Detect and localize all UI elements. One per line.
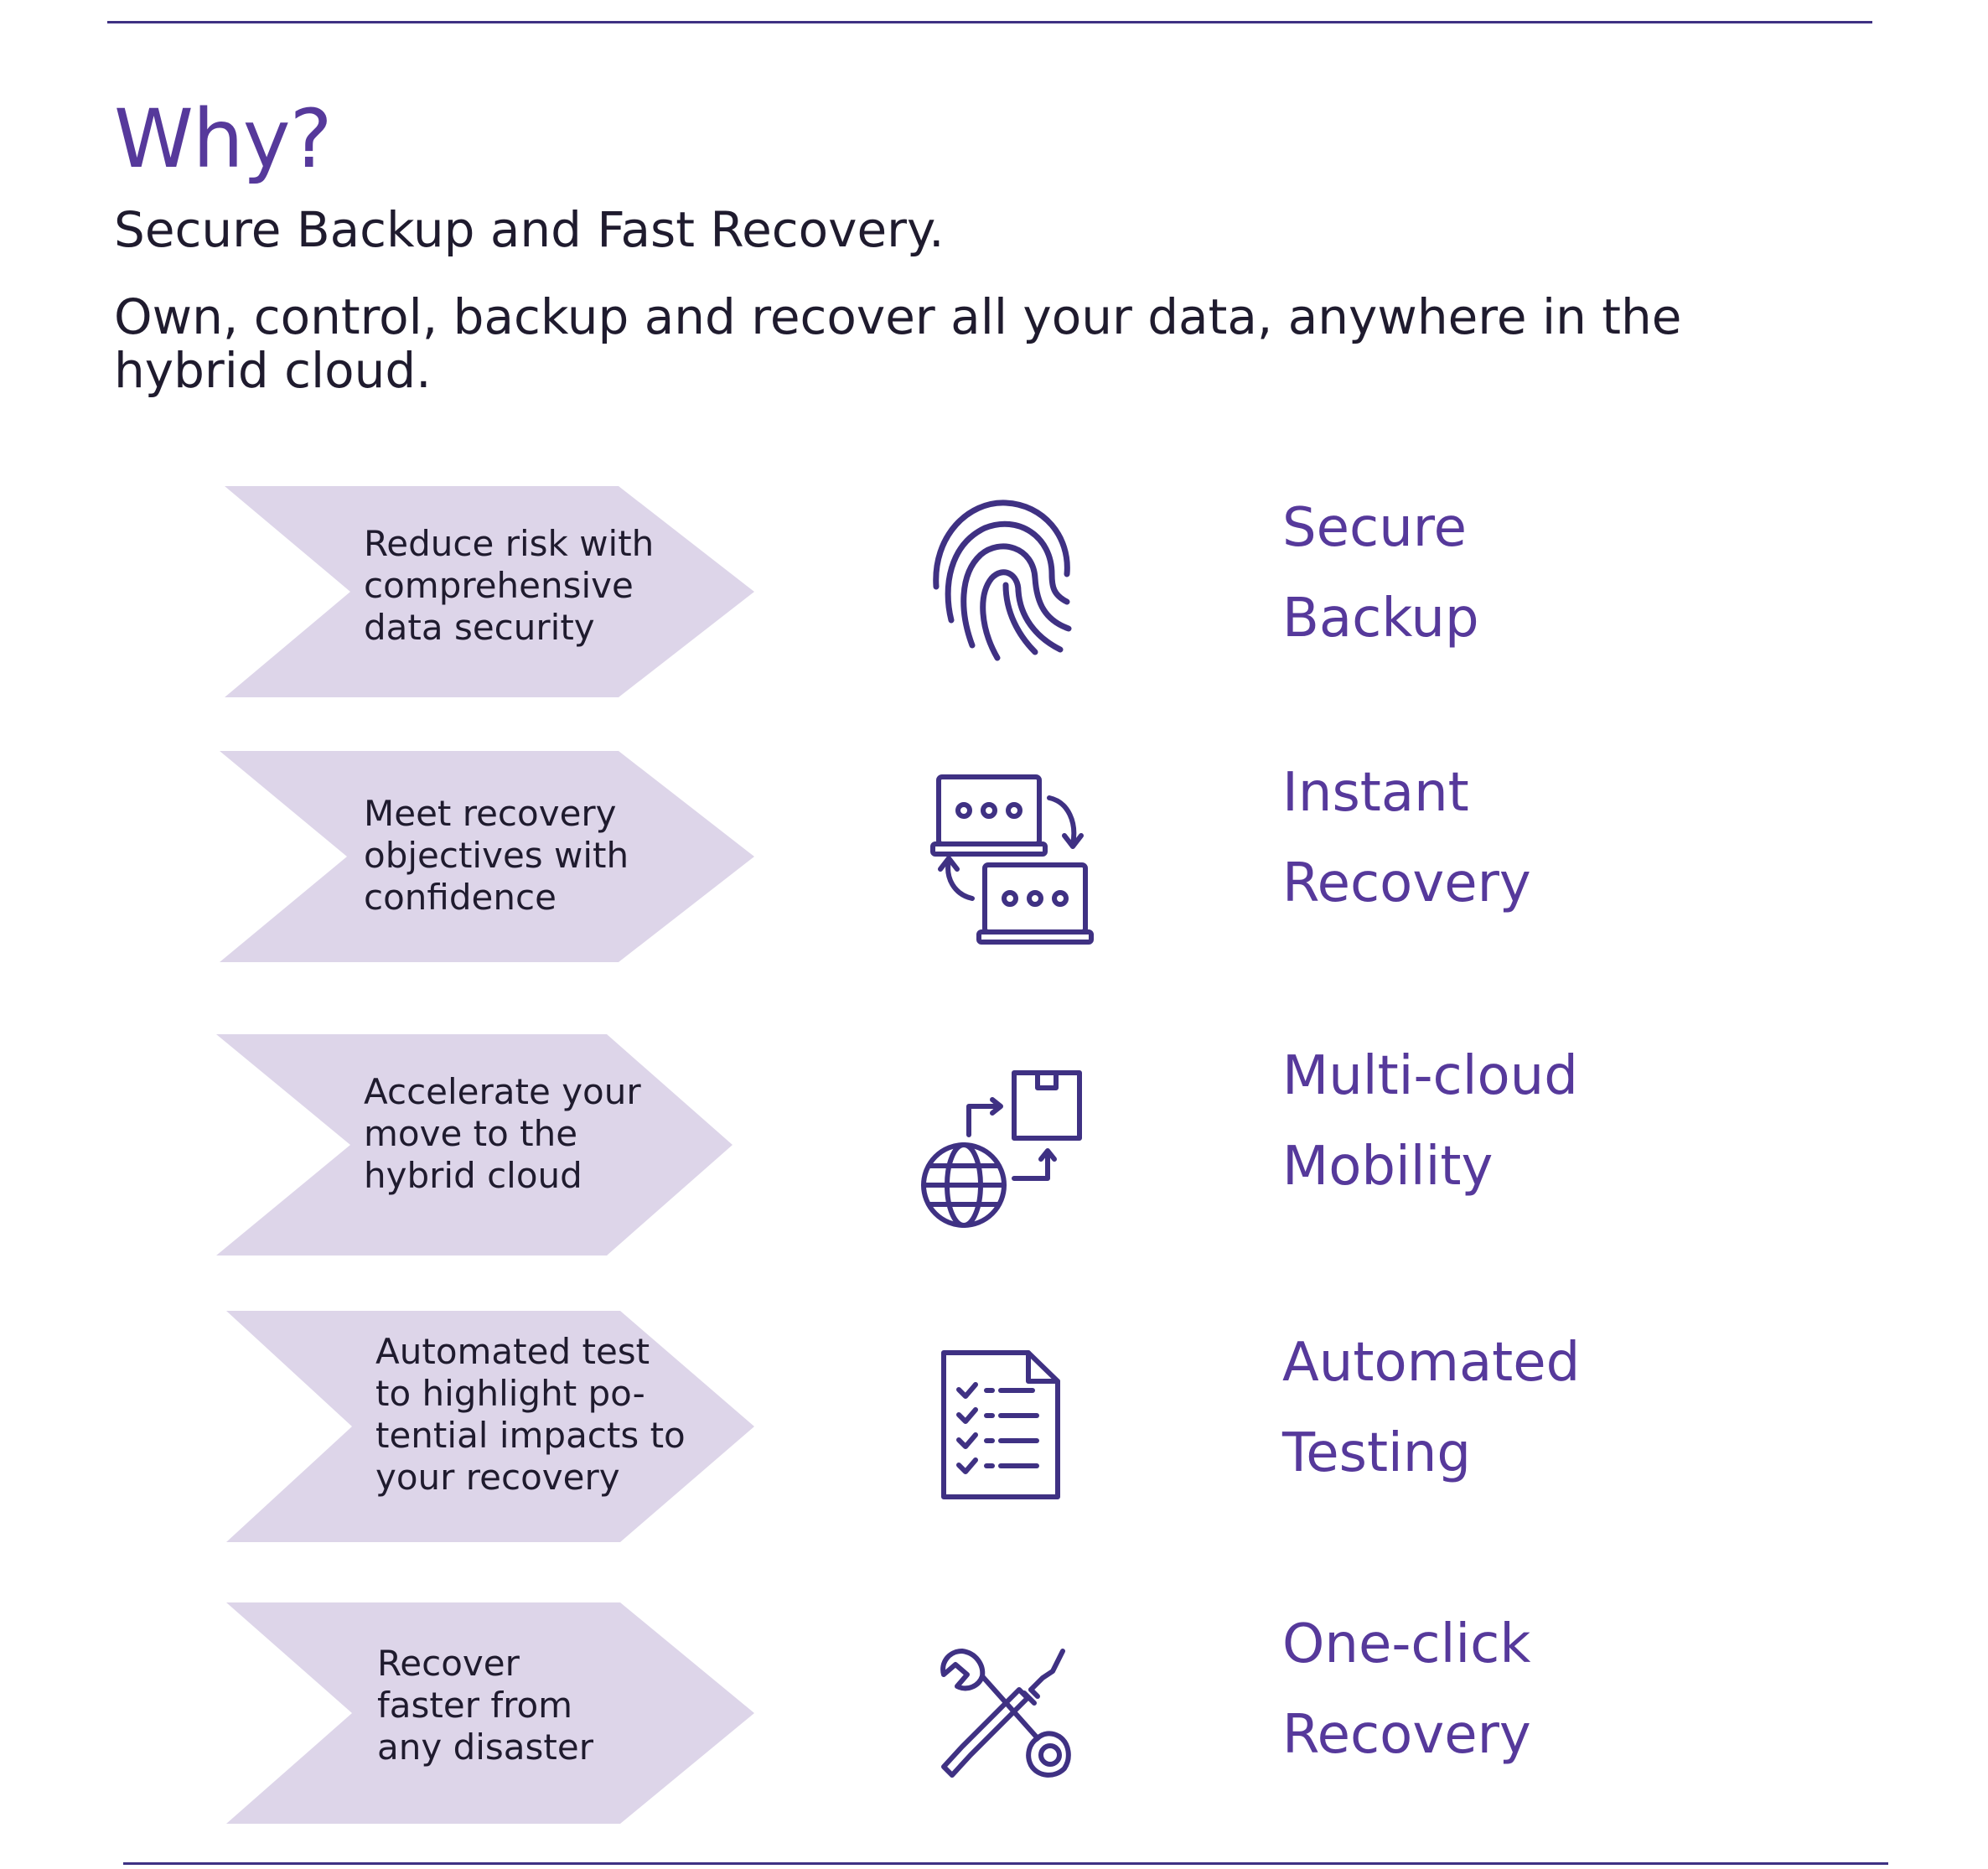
benefit-line: any disaster (377, 1727, 593, 1768)
bottom-divider (123, 1862, 1888, 1865)
benefit-line: Reduce risk with (364, 523, 655, 564)
feature-title: Automated Testing (1282, 1318, 1580, 1499)
benefit-chevron (226, 1602, 754, 1824)
benefit-line: Accelerate your (364, 1071, 641, 1112)
benefit-line: Automated test (375, 1331, 650, 1372)
benefit-line: to highlight po- (375, 1373, 645, 1414)
benefit-line: tential impacts to (375, 1415, 686, 1456)
benefit-chevron (226, 1311, 754, 1542)
benefit-line: Meet recovery (364, 793, 617, 834)
benefit-chevron (225, 486, 754, 697)
benefit-chevron (216, 1034, 733, 1255)
feature-title-line: Instant (1282, 762, 1469, 824)
benefit-line: objectives with (364, 835, 629, 876)
feature-title-line: Backup (1282, 588, 1479, 650)
feature-row: Meet recovery objectives with confidence… (0, 751, 1988, 969)
benefit-line: Recover (377, 1643, 520, 1684)
feature-title-line: Recovery (1282, 852, 1531, 914)
feature-title-line: Multi-cloud (1282, 1045, 1578, 1107)
page-description: Own, control, backup and recover all you… (114, 288, 1682, 399)
feature-title: Instant Recovery (1282, 748, 1531, 929)
feature-title: One-click Recovery (1282, 1599, 1531, 1780)
feature-title-line: Recovery (1282, 1704, 1531, 1766)
benefit-line: hybrid cloud (364, 1155, 582, 1196)
feature-title-line: Secure (1282, 497, 1468, 559)
feature-row: Accelerate your move to the hybrid cloud… (0, 1031, 1988, 1255)
feature-title-line: Mobility (1282, 1136, 1494, 1198)
page-subtitle: Secure Backup and Fast Recovery. (114, 201, 945, 258)
page-title: Why? (114, 92, 333, 186)
feature-title: Multi-cloud Mobility (1282, 1031, 1578, 1212)
benefit-text: Accelerate your move to the hybrid cloud (364, 1071, 641, 1197)
feature-title-line: One-click (1282, 1613, 1531, 1675)
feature-row: Recover faster from any disaster One-cli… (0, 1599, 1988, 1824)
checklist-document-icon (940, 1349, 1066, 1500)
benefit-line: move to the (364, 1113, 578, 1154)
benefit-text: Meet recovery objectives with confidence (364, 793, 629, 919)
feature-title-line: Automated (1282, 1332, 1581, 1394)
feature-row: Reduce risk with comprehensive data secu… (0, 486, 1988, 704)
benefit-line: data security (364, 607, 595, 648)
fingerprint-icon (926, 494, 1077, 662)
feature-title: Secure Backup (1282, 483, 1479, 664)
benefit-line: comprehensive (364, 565, 634, 606)
benefit-line: faster from (377, 1685, 573, 1726)
benefit-text: Reduce risk with comprehensive data secu… (364, 523, 654, 649)
feature-title-line: Testing (1282, 1422, 1471, 1484)
wrench-screwdriver-icon (937, 1644, 1071, 1787)
laptop-sync-icon (930, 773, 1098, 949)
benefit-line: confidence (364, 877, 557, 918)
benefit-chevron (220, 751, 754, 962)
feature-row: Automated test to highlight po- tential … (0, 1311, 1988, 1542)
benefit-text: Recover faster from any disaster (377, 1643, 593, 1768)
benefit-line: your recovery (375, 1457, 620, 1498)
globe-box-transfer-icon (920, 1069, 1088, 1229)
top-divider (107, 21, 1872, 23)
benefit-text: Automated test to highlight po- tential … (375, 1331, 686, 1499)
